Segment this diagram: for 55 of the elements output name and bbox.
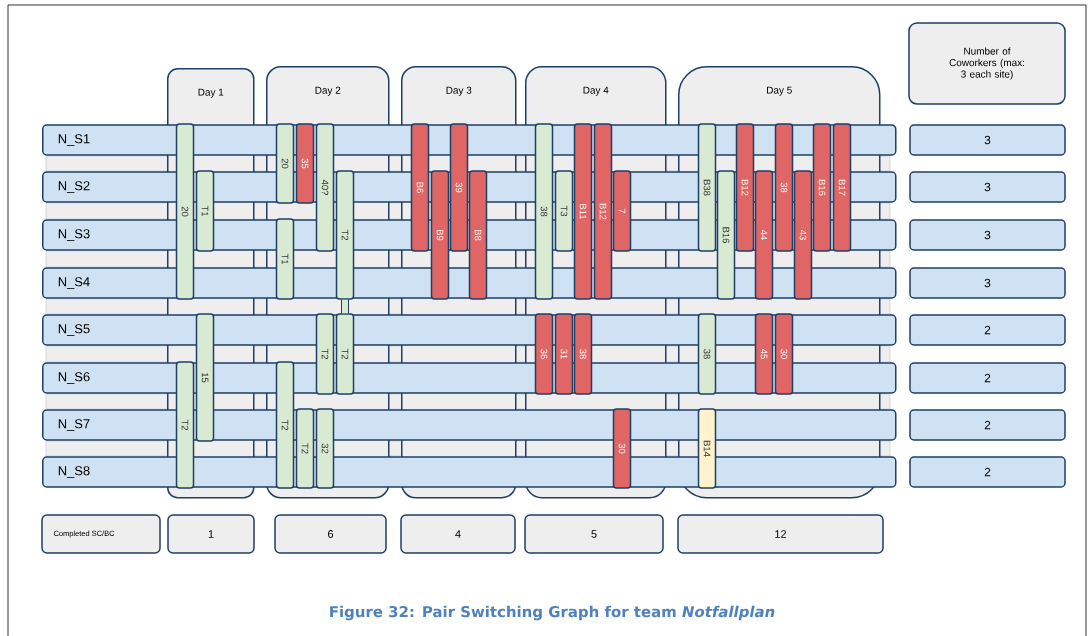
session-bar: 38 — [774, 123, 794, 252]
count-box: 2 — [909, 409, 1066, 441]
session-bar: 30 — [612, 408, 632, 489]
session-bar: 38 — [534, 123, 554, 300]
count-box: 2 — [909, 456, 1066, 488]
header-box: Number of Coworkers (max: 3 each site) — [908, 22, 1066, 105]
session-bar: T2 — [335, 170, 355, 300]
total-box: 1 — [167, 514, 255, 554]
session-bar: 38 — [573, 313, 593, 395]
session-bar: B8 — [468, 170, 488, 300]
session-bar: 38 — [697, 313, 717, 395]
session-bar: B14 — [697, 408, 717, 489]
session-bar: B38 — [697, 123, 717, 252]
count-box: 3 — [909, 267, 1066, 299]
session-bar: T1 — [275, 218, 295, 300]
link-bar — [341, 299, 349, 314]
session-bar: 30 — [774, 313, 794, 395]
total-box: 5 — [524, 514, 664, 554]
session-bar: 20 — [175, 123, 195, 300]
session-bar: 40? — [315, 123, 335, 252]
session-bar: 20 — [275, 123, 295, 204]
total-box: 12 — [677, 514, 884, 554]
session-bar: 15 — [195, 313, 215, 442]
session-bar: T1 — [195, 170, 215, 252]
session-bar: 44 — [754, 170, 774, 300]
session-bar: B16 — [812, 123, 832, 252]
session-bar: T3 — [554, 170, 574, 252]
session-bar: B12 — [735, 123, 755, 252]
session-bar: T2 — [275, 361, 295, 489]
caption: Figure 32: Pair Switching Graph for team Notfallplan — [330, 605, 775, 621]
count-box: 3 — [909, 171, 1066, 203]
session-bar: T2 — [315, 313, 335, 395]
session-bar: 32 — [315, 408, 335, 489]
count-box: 2 — [909, 314, 1066, 346]
session-bar: 39 — [449, 123, 469, 252]
session-bar: 45 — [754, 313, 774, 395]
session-bar: 35 — [295, 123, 315, 204]
session-bar: 43 — [793, 170, 813, 300]
count-box: 3 — [909, 219, 1066, 251]
session-bar: B11 — [573, 123, 593, 300]
session-bar: T2 — [175, 361, 195, 489]
session-bar: 36 — [534, 313, 554, 395]
count-box: 2 — [909, 362, 1066, 394]
session-bar: 7 — [612, 170, 632, 252]
session-bar: B9 — [430, 170, 450, 300]
session-bar: B17 — [832, 123, 852, 252]
session-bar: B6 — [410, 123, 430, 252]
session-bar: 31 — [554, 313, 574, 395]
total-box: 4 — [400, 514, 516, 554]
session-bar: B12 — [593, 123, 613, 300]
session-bar: T2 — [335, 313, 355, 395]
total-box: 6 — [274, 514, 387, 554]
session-bar: T2 — [295, 408, 315, 489]
session-bar: B16 — [716, 170, 736, 300]
count-box: 3 — [909, 124, 1066, 156]
